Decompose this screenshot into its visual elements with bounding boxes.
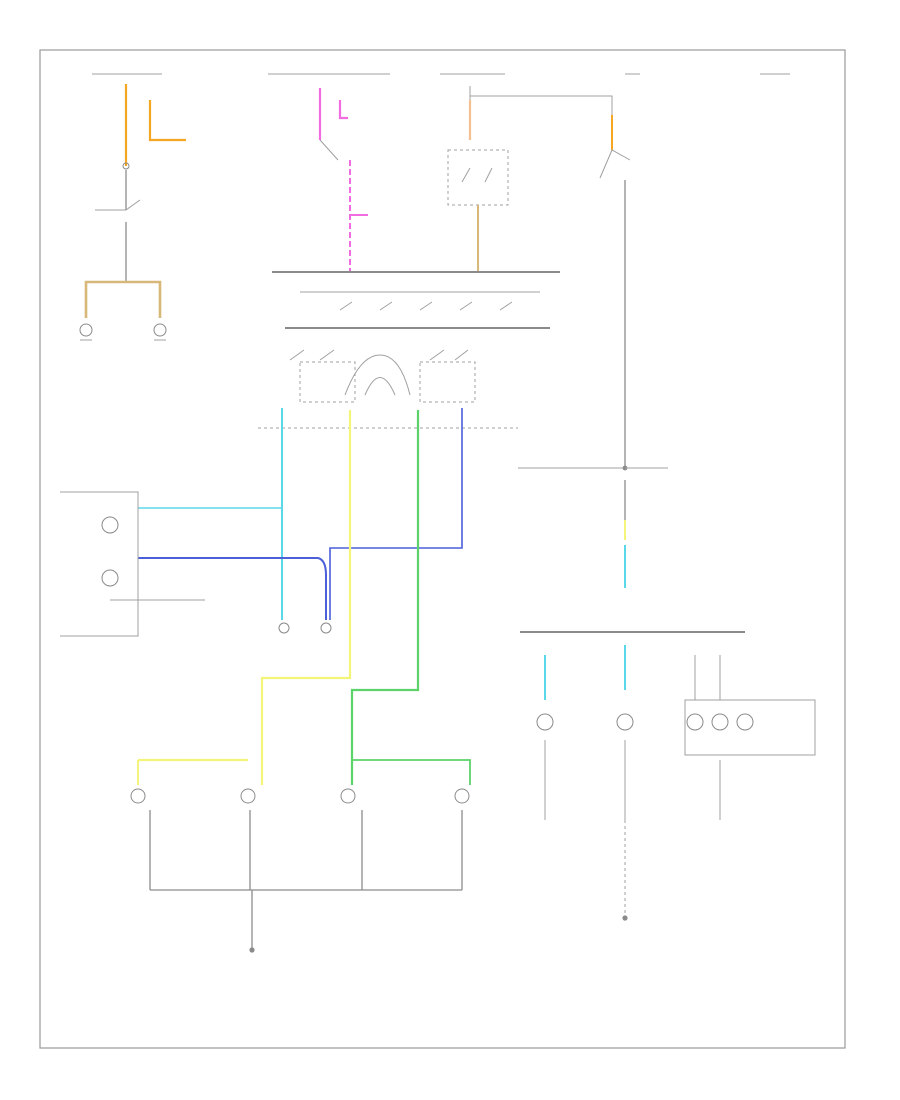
blue-wires xyxy=(138,408,463,620)
right-lamp-section xyxy=(520,631,816,921)
center-relay-circuit xyxy=(447,86,613,272)
instrument-cluster-box xyxy=(60,491,205,637)
yellow-wires xyxy=(137,410,352,785)
ground-symbol-left-2 xyxy=(153,323,167,341)
ground-pair-center xyxy=(278,622,332,634)
combination-switch xyxy=(272,271,560,403)
diagram-frame xyxy=(39,49,846,1049)
pink-circuit xyxy=(318,88,368,272)
cyan-wires xyxy=(138,408,283,620)
lamp-row xyxy=(130,788,470,953)
ground-symbol-left-1 xyxy=(79,323,93,341)
left-fuse-circuit xyxy=(79,84,186,341)
right-switch-column xyxy=(599,115,631,470)
connector-row xyxy=(258,427,668,588)
green-wires xyxy=(350,410,471,785)
